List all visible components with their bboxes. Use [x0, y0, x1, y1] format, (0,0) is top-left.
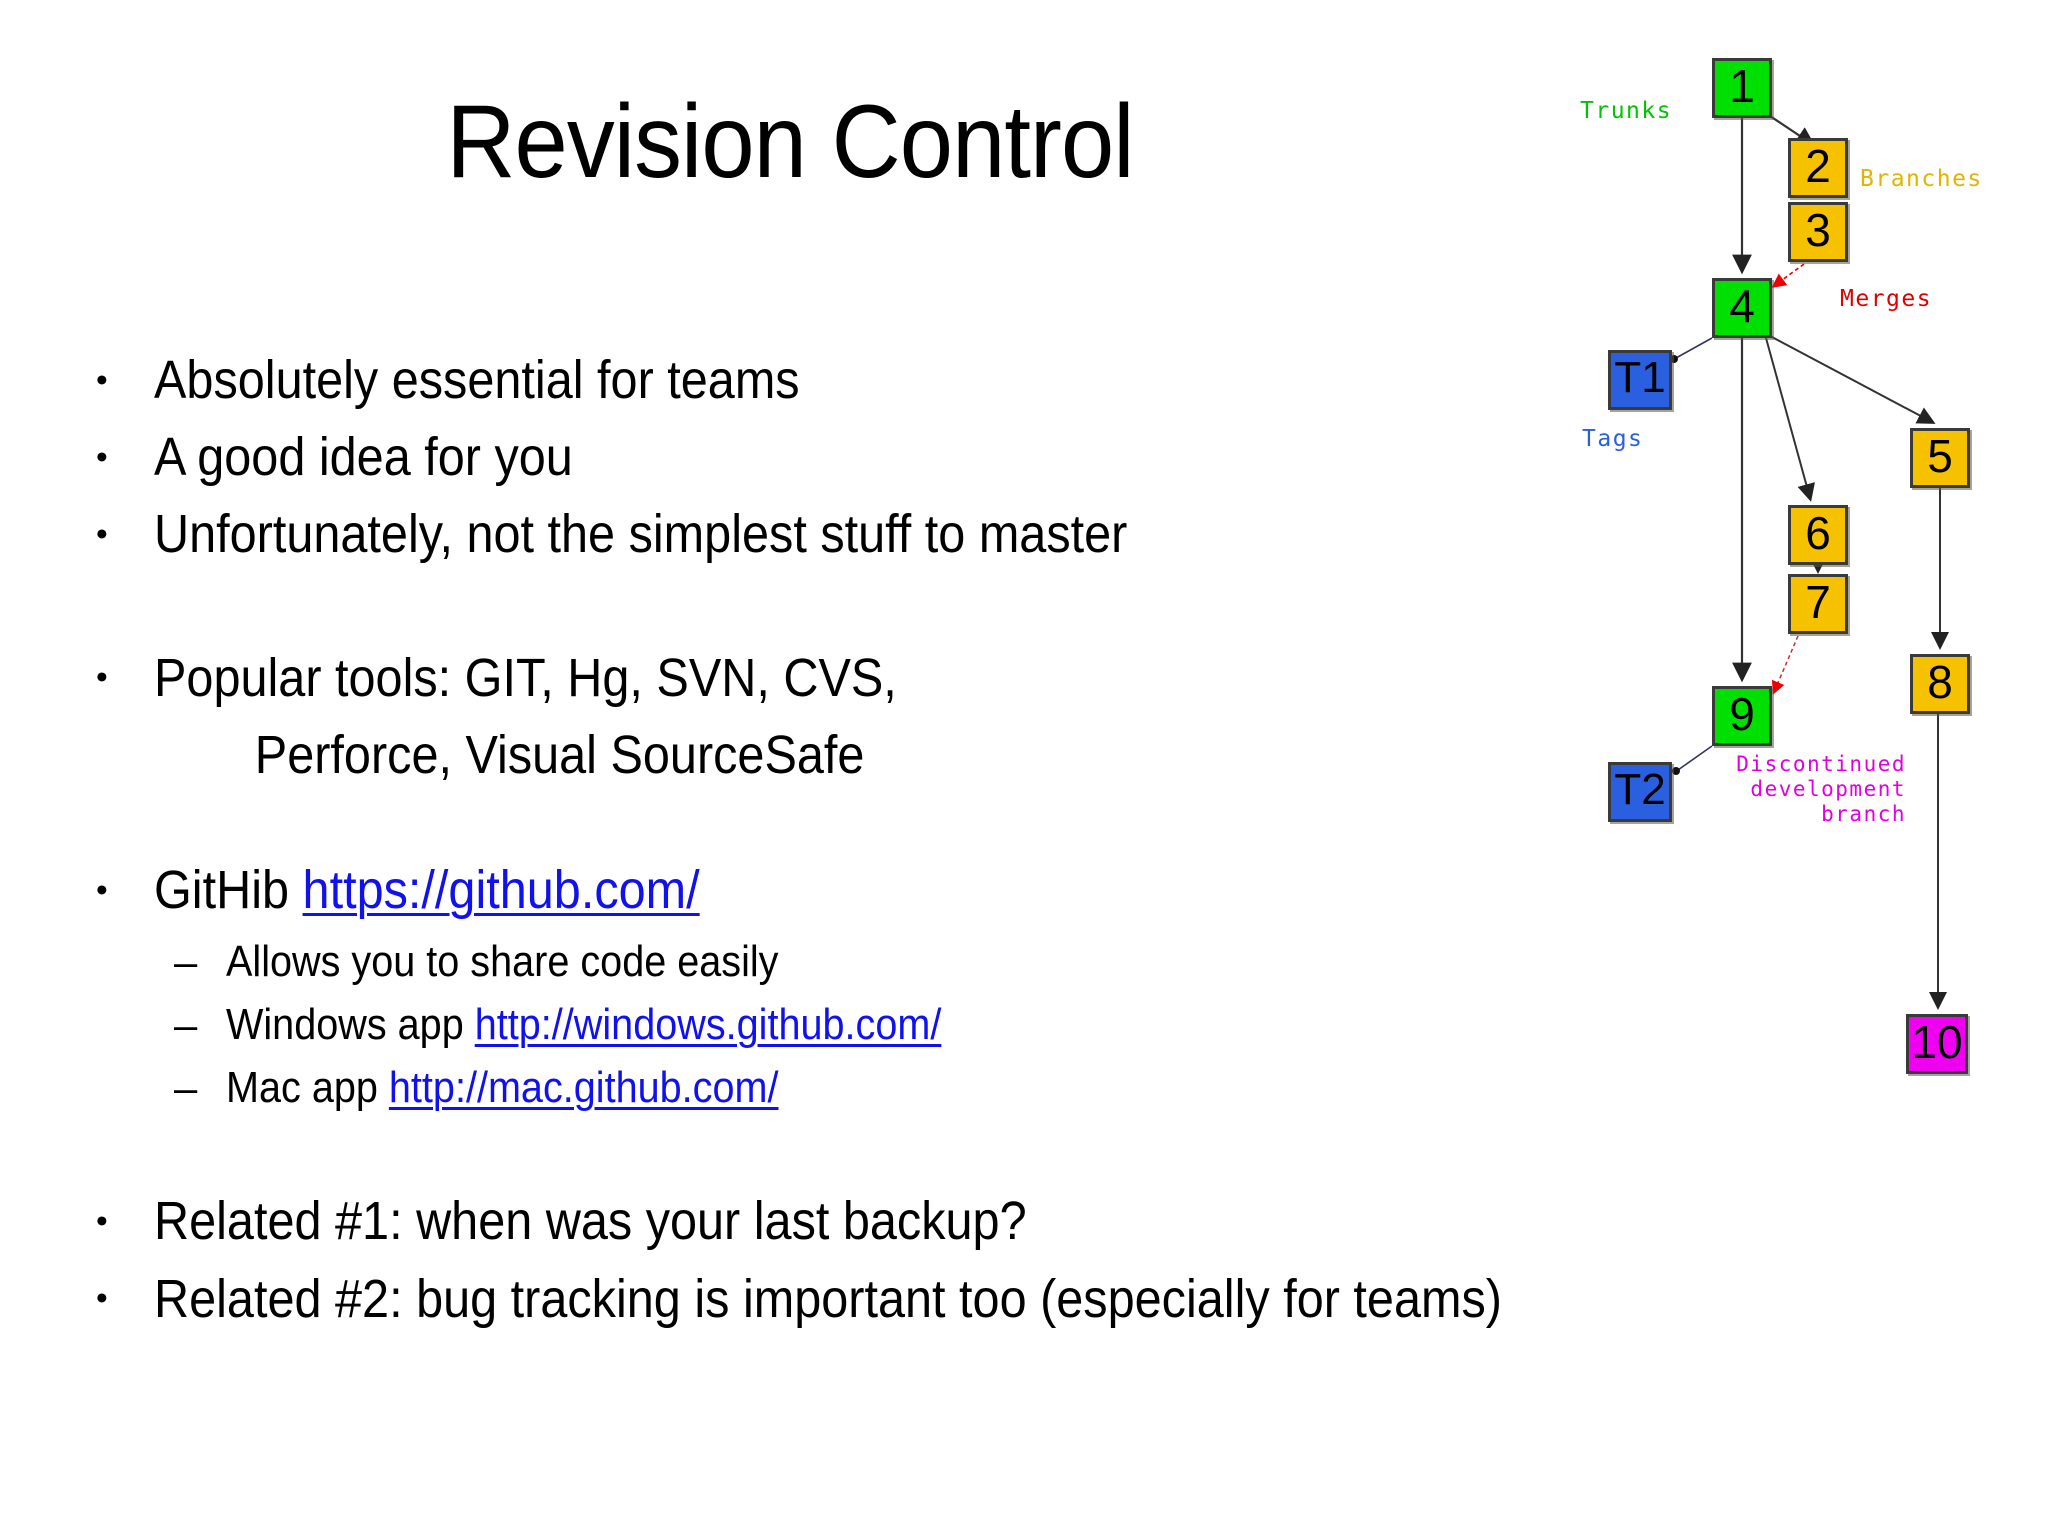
edge-3-to-4-merge [1771, 263, 1805, 288]
bullet-icon: • [96, 871, 108, 909]
dash-icon: – [174, 938, 198, 986]
graph-node-label: 3 [1805, 204, 1831, 256]
graph-node-label: 9 [1729, 688, 1755, 740]
bullet-list: • Absolutely essential for teams • A goo… [96, 350, 1516, 1348]
graph-node-2[interactable]: 2 [1788, 138, 1848, 198]
diagram-label-branches: Branches [1860, 166, 1983, 192]
edge-4-to-t1 [1675, 337, 1713, 359]
dash-icon: – [174, 1063, 198, 1111]
list-item: • Related #1: when was your last backup? [96, 1193, 1516, 1250]
sub-list-item-label: Allows you to share code easily [226, 937, 779, 987]
graph-node-t1[interactable]: T1 [1608, 350, 1672, 410]
tag-anchor-t1 [1670, 355, 1678, 363]
graph-node-4[interactable]: 4 [1712, 278, 1772, 338]
list-spacer [96, 584, 1516, 650]
tag-anchor-t2 [1672, 767, 1680, 775]
graph-node-7[interactable]: 7 [1788, 574, 1848, 634]
bullet-icon: • [96, 1280, 108, 1318]
list-item-continuation: Perforce, Visual SourceSafe [154, 724, 1516, 785]
edge-4-to-6 [1765, 337, 1815, 502]
graph-node-label: T2 [1614, 765, 1666, 814]
edge-7-to-9-merge [1771, 635, 1799, 695]
github-prefix: GitHib [154, 860, 303, 921]
revision-graph-edges [1670, 115, 1949, 1010]
mac-github-link[interactable]: http://mac.github.com/ [388, 1062, 779, 1112]
graph-node-label: 1 [1729, 60, 1755, 112]
bullet-icon: • [96, 516, 108, 554]
list-item-label: Popular tools: GIT, Hg, SVN, CVS, [154, 647, 897, 708]
revision-graph-diagram: 1 2 3 4 T1 5 6 7 8 9 T2 10 Trunks Branch… [1560, 20, 2048, 1100]
diagram-label-trunks: Trunks [1580, 98, 1673, 124]
windows-github-link[interactable]: http://windows.github.com/ [474, 1000, 942, 1050]
bullet-icon: • [96, 1202, 108, 1240]
list-item-label: Unfortunately, not the simplest stuff to… [154, 504, 1128, 565]
list-item-label: A good idea for you [154, 427, 573, 488]
graph-node-t2[interactable]: T2 [1608, 762, 1672, 822]
graph-node-10[interactable]: 10 [1906, 1014, 1968, 1074]
sub-list-item-mac: – Mac app http://mac.github.com/ [174, 1062, 1516, 1112]
github-link[interactable]: https://github.com/ [302, 860, 700, 921]
diagram-label-merges: Merges [1840, 286, 1933, 312]
list-item: • Related #2: bug tracking is important … [96, 1268, 1516, 1329]
list-item: • Popular tools: GIT, Hg, SVN, CVS, [96, 647, 1516, 708]
list-item-label: GitHib https://github.com/ [154, 862, 700, 919]
list-item-github: • GitHib https://github.com/ [96, 862, 1516, 919]
bullet-icon: • [96, 361, 108, 399]
page-title: Revision Control [446, 84, 1134, 200]
sub-list-item-label: Windows app http://windows.github.com/ [226, 1000, 942, 1050]
graph-node-label: T1 [1614, 353, 1666, 402]
graph-node-label: 7 [1805, 576, 1831, 628]
mac-app-prefix: Mac app [226, 1062, 389, 1112]
list-item-label: Related #2: bug tracking is important to… [154, 1268, 1502, 1329]
graph-node-6[interactable]: 6 [1788, 505, 1848, 565]
graph-node-8[interactable]: 8 [1910, 654, 1970, 714]
graph-node-label: 6 [1805, 507, 1831, 559]
graph-node-1[interactable]: 1 [1712, 58, 1772, 118]
list-item: • Unfortunately, not the simplest stuff … [96, 506, 1516, 563]
list-item: • Absolutely essential for teams [96, 350, 1516, 410]
list-item-label: Perforce, Visual SourceSafe [254, 724, 865, 785]
graph-node-label: 5 [1927, 430, 1953, 482]
graph-node-label: 2 [1805, 140, 1831, 192]
graph-node-label: 8 [1927, 656, 1953, 708]
graph-node-9[interactable]: 9 [1712, 686, 1772, 746]
edge-9-to-t2 [1677, 745, 1713, 771]
sub-list-item-windows: – Windows app http://windows.github.com/ [174, 1000, 1516, 1050]
list-spacer [96, 804, 1516, 862]
graph-node-label: 4 [1729, 280, 1755, 332]
list-item-label: Absolutely essential for teams [154, 350, 800, 410]
list-item-label: Related #1: when was your last backup? [154, 1191, 1027, 1252]
graph-node-3[interactable]: 3 [1788, 202, 1848, 262]
graph-node-5[interactable]: 5 [1910, 428, 1970, 488]
windows-app-prefix: Windows app [226, 1000, 475, 1050]
list-item: • A good idea for you [96, 427, 1516, 488]
diagram-label-tags: Tags [1582, 426, 1644, 452]
sub-list-item-label: Mac app http://mac.github.com/ [226, 1062, 779, 1112]
edge-4-to-5 [1769, 335, 1936, 424]
graph-node-label: 10 [1911, 1016, 1963, 1068]
bullet-icon: • [96, 438, 108, 476]
list-spacer [96, 1127, 1516, 1193]
bullet-icon: • [96, 659, 108, 697]
sub-list-item: – Allows you to share code easily [174, 939, 1516, 986]
diagram-label-discontinued-branch: Discontinued development branch [1736, 752, 1906, 826]
dash-icon: – [174, 1001, 198, 1049]
